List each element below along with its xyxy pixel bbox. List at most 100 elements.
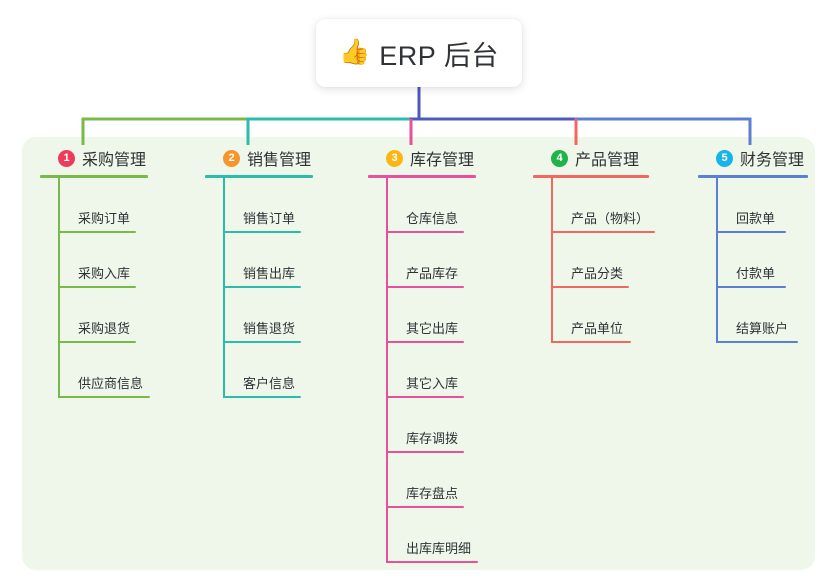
leaf-underline <box>386 341 464 343</box>
leaf-label: 供应商信息 <box>78 376 144 391</box>
leaf-label: 采购订单 <box>78 211 131 226</box>
branch-underline-3 <box>368 175 476 178</box>
leaf-stem <box>386 178 388 233</box>
leaf-label: 产品库存 <box>406 266 459 281</box>
leaf-label: 客户信息 <box>243 376 296 391</box>
leaf-item[interactable]: 仓库信息 <box>368 178 476 233</box>
leaf-item[interactable]: 其它入库 <box>368 343 476 398</box>
branch-title-4: 产品管理 <box>575 152 640 169</box>
leaf-underline <box>551 341 631 343</box>
leaf-item[interactable]: 回款单 <box>698 178 808 233</box>
leaf-stem <box>551 178 553 233</box>
leaf-label: 回款单 <box>736 211 776 226</box>
leaf-underline <box>716 286 786 288</box>
leaf-item[interactable]: 采购入库 <box>40 233 148 288</box>
leaf-item[interactable]: 销售出库 <box>205 233 313 288</box>
leaf-item[interactable]: 付款单 <box>698 233 808 288</box>
leaf-item[interactable]: 结算账户 <box>698 288 808 343</box>
branch-column-1: 1 采购管理采购订单采购入库采购退货供应商信息 <box>40 145 150 398</box>
leaf-stem <box>386 453 388 508</box>
leaf-stem <box>386 288 388 343</box>
leaf-label: 销售退货 <box>243 321 296 336</box>
leaf-underline <box>386 561 478 563</box>
leaf-underline <box>386 396 464 398</box>
leaf-stem <box>386 343 388 398</box>
branch-header-5[interactable]: 5 财务管理 <box>698 145 808 171</box>
leaf-stem <box>58 233 60 288</box>
leaf-item[interactable]: 采购订单 <box>40 178 148 233</box>
leaf-item[interactable]: 其它出库 <box>368 288 476 343</box>
branch-badge-5: 5 <box>716 149 733 167</box>
branch-header-3[interactable]: 3 库存管理 <box>368 145 476 171</box>
leaf-underline <box>58 231 136 233</box>
thumbs-up-icon: 👍 <box>339 37 371 66</box>
branch-title-1: 采购管理 <box>82 152 147 169</box>
leaf-label: 库存盘点 <box>406 486 459 501</box>
leaf-label: 其它出库 <box>406 321 459 336</box>
leaf-item[interactable]: 产品（物料） <box>533 178 655 233</box>
leaf-item[interactable]: 销售订单 <box>205 178 313 233</box>
leaf-item[interactable]: 供应商信息 <box>40 343 150 398</box>
branch-underline-2 <box>205 175 313 178</box>
leaf-label: 销售出库 <box>243 266 296 281</box>
leaf-underline <box>551 286 629 288</box>
leaf-item[interactable]: 出库库明细 <box>368 508 478 563</box>
leaf-stem <box>716 178 718 233</box>
root-node[interactable]: 👍 ERP 后台 <box>316 19 522 87</box>
leaf-item[interactable]: 库存调拨 <box>368 398 476 453</box>
leaf-item[interactable]: 产品单位 <box>533 288 649 343</box>
leaf-item[interactable]: 销售退货 <box>205 288 313 343</box>
leaf-stem <box>386 233 388 288</box>
leaf-underline <box>58 341 136 343</box>
leaf-underline <box>551 231 655 233</box>
leaf-item[interactable]: 库存盘点 <box>368 453 476 508</box>
leaf-underline <box>386 451 464 453</box>
leaf-label: 仓库信息 <box>406 211 459 226</box>
leaf-label: 产品（物料） <box>571 211 650 226</box>
leaf-underline <box>223 231 301 233</box>
leaf-underline <box>716 341 798 343</box>
branch-header-1[interactable]: 1 采购管理 <box>40 145 148 171</box>
leaf-stem <box>551 233 553 288</box>
leaf-stem <box>223 288 225 343</box>
leaf-label: 结算账户 <box>736 321 789 336</box>
leaf-underline <box>223 341 301 343</box>
leaf-label: 付款单 <box>736 266 776 281</box>
branch-underline-5 <box>698 175 808 178</box>
branch-badge-4: 4 <box>551 149 568 167</box>
leaf-stem <box>223 233 225 288</box>
leaf-stem <box>58 288 60 343</box>
leaf-item[interactable]: 采购退货 <box>40 288 148 343</box>
branch-header-4[interactable]: 4 产品管理 <box>533 145 649 171</box>
leaf-label: 采购退货 <box>78 321 131 336</box>
leaf-label: 采购入库 <box>78 266 131 281</box>
branch-underline-1 <box>40 175 148 178</box>
leaf-stem <box>223 178 225 233</box>
leaf-label: 产品分类 <box>571 266 624 281</box>
leaf-underline <box>223 286 301 288</box>
leaf-underline <box>716 231 786 233</box>
leaf-underline <box>58 396 150 398</box>
leaf-stem <box>386 398 388 453</box>
branch-column-5: 5 财务管理回款单付款单结算账户 <box>698 145 808 343</box>
branch-badge-3: 3 <box>386 149 403 167</box>
leaf-label: 库存调拨 <box>406 431 459 446</box>
leaf-item[interactable]: 客户信息 <box>205 343 313 398</box>
leaf-underline <box>386 231 464 233</box>
branch-underline-4 <box>533 175 649 178</box>
leaf-item[interactable]: 产品分类 <box>533 233 649 288</box>
leaf-underline <box>386 286 464 288</box>
leaf-stem <box>716 288 718 343</box>
branch-title-5: 财务管理 <box>740 152 805 169</box>
branch-badge-2: 2 <box>223 149 240 167</box>
branch-badge-1: 1 <box>58 149 75 167</box>
branch-column-3: 3 库存管理仓库信息产品库存其它出库其它入库库存调拨库存盘点出库库明细 <box>368 145 478 563</box>
branches-panel <box>22 137 815 570</box>
leaf-stem <box>223 343 225 398</box>
leaf-stem <box>58 178 60 233</box>
leaf-item[interactable]: 产品库存 <box>368 233 476 288</box>
branch-title-3: 库存管理 <box>410 152 475 169</box>
